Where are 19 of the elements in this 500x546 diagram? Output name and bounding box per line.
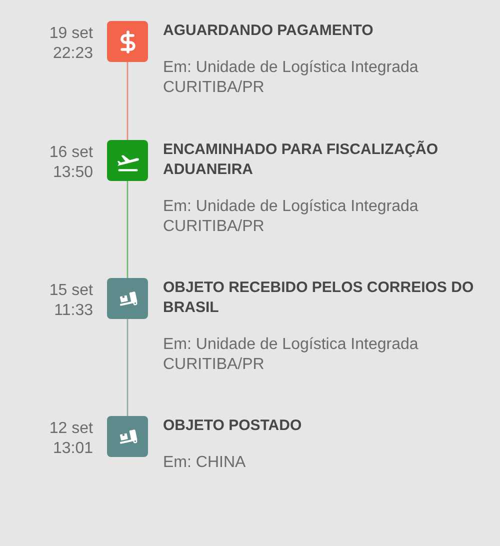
date-time: 16 set 13:50 xyxy=(48,143,93,183)
plane-takeoff-icon xyxy=(107,140,148,181)
timeline-line xyxy=(126,62,128,140)
date-time: 19 set 22:23 xyxy=(48,24,93,64)
timeline-line xyxy=(126,181,128,278)
status-title: AGUARDANDO PAGAMENTO xyxy=(163,21,374,41)
dollar-sign-icon xyxy=(107,21,148,62)
date-time: 15 set 11:33 xyxy=(48,281,93,321)
timeline-line xyxy=(126,319,128,416)
location-text: Em: Unidade de Logística Integrada CURITIBA/PR xyxy=(163,197,420,237)
location-text: Em: CHINA xyxy=(163,453,247,473)
hand-truck-icon xyxy=(107,278,148,319)
status-title: OBJETO POSTADO xyxy=(163,416,303,436)
date-time: 12 set 13:01 xyxy=(48,419,93,459)
status-title: ENCAMINHADO PARA FISCALIZAÇÃO ADUANEIRA xyxy=(163,140,439,180)
status-title: OBJETO RECEBIDO PELOS CORREIOS DO BRASIL xyxy=(163,278,475,318)
hand-truck-icon xyxy=(107,416,148,457)
location-text: Em: Unidade de Logística Integrada CURITIBA/PR xyxy=(163,58,420,98)
location-text: Em: Unidade de Logística Integrada CURITIBA/PR xyxy=(163,335,420,375)
